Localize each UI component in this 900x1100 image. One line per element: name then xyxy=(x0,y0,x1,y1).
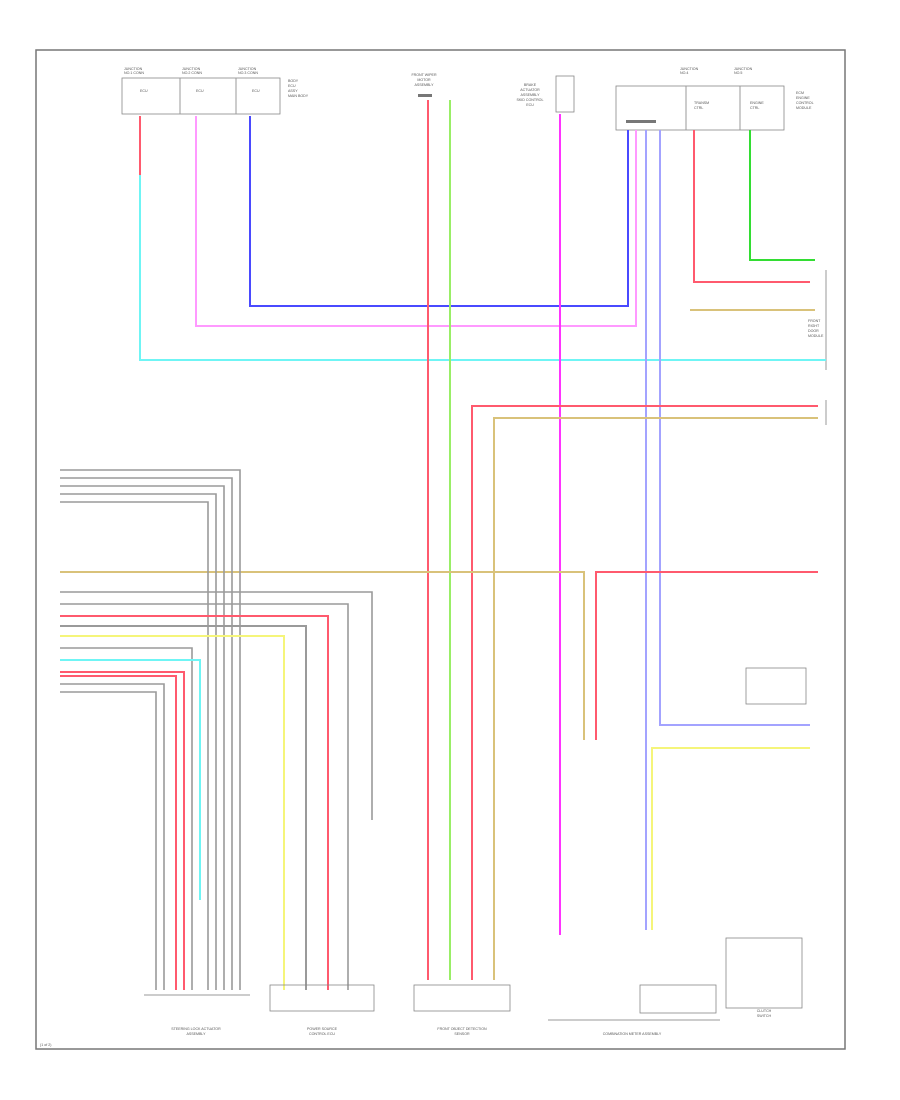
right-connector-a: FRONT RIGHT DOOR MODULE xyxy=(808,270,827,370)
svg-text:ECU: ECU xyxy=(288,84,296,88)
wire-yellow-left xyxy=(60,635,285,990)
svg-text:JUNCTION: JUNCTION xyxy=(124,67,143,71)
svg-text:MODULE: MODULE xyxy=(796,106,812,110)
svg-text:NO.1 CONN: NO.1 CONN xyxy=(124,71,144,75)
svg-text:ENGINE: ENGINE xyxy=(796,96,810,100)
svg-text:NO.4: NO.4 xyxy=(680,71,688,75)
right-connector-c xyxy=(745,667,807,705)
left-gray-bundle xyxy=(60,469,373,990)
svg-text:FRONT OBJECT DETECTION: FRONT OBJECT DETECTION xyxy=(437,1027,487,1031)
svg-text:FRONT: FRONT xyxy=(808,319,821,323)
svg-text:CTRL: CTRL xyxy=(694,106,703,110)
svg-text:ECU: ECU xyxy=(140,89,148,93)
svg-text:SENSOR: SENSOR xyxy=(454,1032,470,1036)
svg-text:MAIN BODY: MAIN BODY xyxy=(288,94,309,98)
svg-text:JUNCTION: JUNCTION xyxy=(182,67,201,71)
svg-text:JUNCTION: JUNCTION xyxy=(734,67,753,71)
svg-text:BRAKE: BRAKE xyxy=(524,83,537,87)
svg-text:CONTROL ECU: CONTROL ECU xyxy=(309,1032,335,1036)
svg-text:ASSEMBLY: ASSEMBLY xyxy=(186,1032,206,1036)
wire-red-ecm xyxy=(693,130,810,283)
wire-yellow-right xyxy=(651,747,810,930)
brake-actuator-connector: BRAKE ACTUATOR ASSEMBLY SKID CONTROL ECU xyxy=(517,75,575,113)
svg-text:ASSEMBLY: ASSEMBLY xyxy=(414,83,434,87)
wire-lavender-ecm-b xyxy=(659,130,810,726)
svg-text:STEERING LOCK ACTUATOR: STEERING LOCK ACTUATOR xyxy=(171,1027,221,1031)
wire-cyan-left xyxy=(60,659,201,900)
svg-text:ECU: ECU xyxy=(252,89,260,93)
svg-text:ECU: ECU xyxy=(526,103,534,107)
svg-text:SWITCH: SWITCH xyxy=(757,1014,772,1018)
svg-text:NO.3 CONN: NO.3 CONN xyxy=(238,71,258,75)
svg-text:BODY: BODY xyxy=(288,79,299,83)
svg-text:ECU: ECU xyxy=(196,89,204,93)
svg-text:MODULE: MODULE xyxy=(808,334,824,338)
wire-red-left-c xyxy=(60,675,177,990)
svg-text:CLUTCH: CLUTCH xyxy=(757,1009,772,1013)
front-object-connector: FRONT OBJECT DETECTION SENSOR xyxy=(413,984,511,1036)
svg-text:ENGINE: ENGINE xyxy=(750,101,764,105)
steering-lock-connector: STEERING LOCK ACTUATOR ASSEMBLY xyxy=(144,994,250,1036)
diagram-frame xyxy=(35,49,846,1050)
wire-gray-left-b xyxy=(60,625,307,990)
ecm-connector: JUNCTION NO.4 JUNCTION NO.5 TRANSM CTRL … xyxy=(615,67,814,131)
power-source-connector: POWER SOURCE CONTROL ECU xyxy=(269,984,375,1036)
top-left-connector-group: JUNCTION NO.1 CONN JUNCTION NO.2 CONN JU… xyxy=(121,67,309,115)
svg-text:JUNCTION: JUNCTION xyxy=(238,67,257,71)
svg-text:SKID CONTROL: SKID CONTROL xyxy=(517,98,544,102)
wire-red-long-a xyxy=(471,405,818,980)
wire-tan-long-b xyxy=(60,571,585,740)
svg-text:RIGHT: RIGHT xyxy=(808,324,820,328)
front-wiper-connector: FRONT WIPER MOTOR ASSEMBLY xyxy=(411,73,437,97)
svg-text:COMBINATION METER ASSEMBLY: COMBINATION METER ASSEMBLY xyxy=(603,1032,662,1036)
svg-text:FRONT WIPER: FRONT WIPER xyxy=(411,73,436,77)
svg-text:ASSEMBLY: ASSEMBLY xyxy=(520,93,540,97)
stop-lamp-connector: CLUTCH SWITCH xyxy=(725,937,803,1018)
wire-red-left-a xyxy=(60,615,329,990)
svg-text:NO.5: NO.5 xyxy=(734,71,742,75)
svg-text:CONTROL: CONTROL xyxy=(796,101,814,105)
svg-text:TRANSM: TRANSM xyxy=(694,101,709,105)
svg-text:NO.2 CONN: NO.2 CONN xyxy=(182,71,202,75)
svg-text:ASSY: ASSY xyxy=(288,89,298,93)
wire-red-long-b xyxy=(595,571,818,740)
svg-text:JUNCTION: JUNCTION xyxy=(680,67,699,71)
svg-text:DOOR: DOOR xyxy=(808,329,819,333)
wire-red-left-b xyxy=(60,671,185,990)
svg-text:CTRL: CTRL xyxy=(750,106,759,110)
wire-blue-top-left xyxy=(249,116,629,307)
svg-text:MOTOR: MOTOR xyxy=(417,78,431,82)
wire-tan-long-a xyxy=(493,417,818,980)
wire-pink-top-left xyxy=(195,116,637,327)
combination-meter-connector: COMBINATION METER ASSEMBLY xyxy=(548,984,720,1036)
wire-cyan-top-left xyxy=(139,175,826,361)
svg-text:POWER SOURCE: POWER SOURCE xyxy=(307,1027,338,1031)
page-label: (1 of 2) xyxy=(40,1043,51,1047)
wire-green-ecm xyxy=(749,130,815,261)
svg-text:ACTUATOR: ACTUATOR xyxy=(520,88,540,92)
svg-text:ECM: ECM xyxy=(796,91,804,95)
